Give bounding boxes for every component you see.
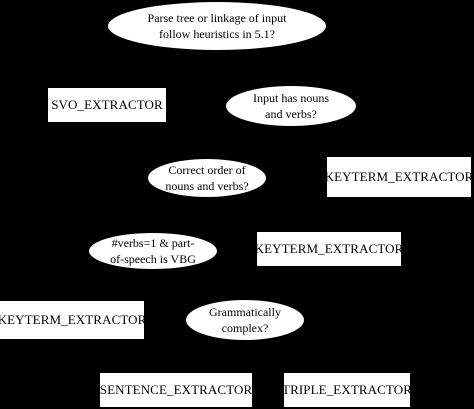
extractor-label: TRIPLE_EXTRACTOR [282, 382, 412, 397]
decision-text-line: Input has nouns [253, 91, 329, 105]
keyterm-extractor-box-3: KEYTERM_EXTRACTOR [0, 301, 147, 339]
extractor-label: SVO_EXTRACTOR [51, 97, 163, 112]
decision-text-line: Correct order of [168, 163, 246, 177]
decision-text-line: nouns and verbs? [165, 179, 249, 193]
extractor-label: KEYTERM_EXTRACTOR [324, 169, 474, 184]
extractor-label: KEYTERM_EXTRACTOR [0, 312, 147, 327]
decision-text-line: #verbs=1 & part- [111, 236, 195, 250]
decision-correct-order: Correct order of nouns and verbs? [148, 159, 266, 197]
decision-grammatically-complex: Grammatically complex? [186, 300, 304, 340]
extractor-label: SENTENCE_EXTRACTOR [99, 382, 253, 397]
keyterm-extractor-box-2: KEYTERM_EXTRACTOR [254, 232, 404, 266]
decision-nouns-and-verbs: Input has nouns and verbs? [226, 86, 356, 126]
sentence-extractor-box: SENTENCE_EXTRACTOR [100, 373, 252, 407]
keyterm-extractor-box-1: KEYTERM_EXTRACTOR [324, 157, 474, 197]
triple-extractor-box: TRIPLE_EXTRACTOR [282, 373, 412, 407]
decision-text-line: complex? [221, 321, 269, 335]
decision-text-line: and verbs? [265, 107, 317, 121]
decision-parse-tree-heuristics: Parse tree or linkage of input follow he… [108, 2, 326, 50]
decision-text-line: Parse tree or linkage of input [147, 11, 287, 25]
decision-text-line: Grammatically [209, 305, 281, 319]
decision-text-line: of-speech is VBG [110, 252, 196, 266]
extractor-label: KEYTERM_EXTRACTOR [254, 241, 404, 256]
decision-text-line: follow heuristics in 5.1? [159, 27, 275, 41]
decision-verbs-vbg: #verbs=1 & part- of-speech is VBG [89, 233, 217, 269]
svo-extractor-box: SVO_EXTRACTOR [48, 88, 166, 122]
